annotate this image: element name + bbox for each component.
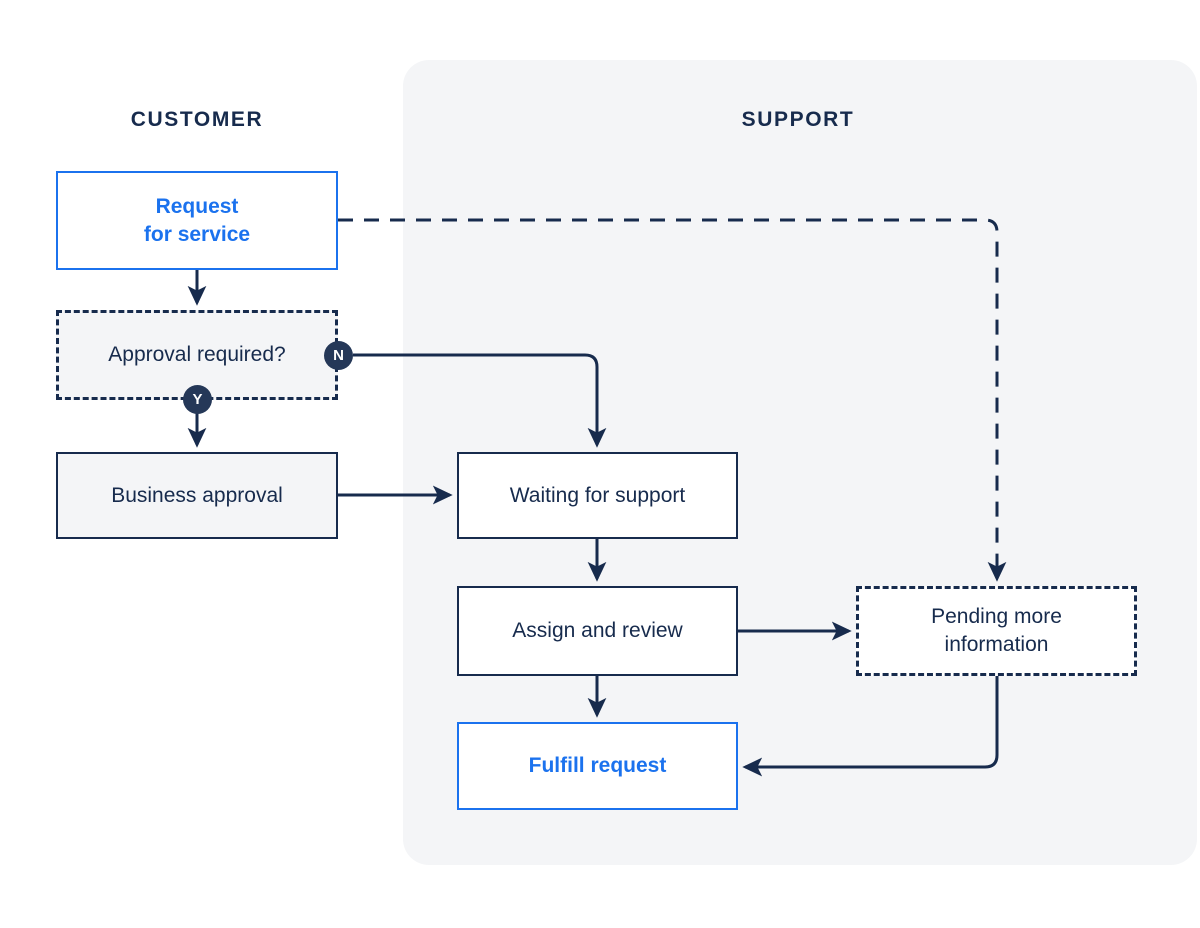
node-assign-and-review[interactable]: Assign and review — [457, 586, 738, 676]
lane-title-customer: CUSTOMER — [130, 108, 264, 131]
node-waiting-for-support[interactable]: Waiting for support — [457, 452, 738, 539]
node-fulfill-request[interactable]: Fulfill request — [457, 722, 738, 810]
node-fulfill-request-label: Fulfill request — [528, 754, 667, 778]
node-business-approval[interactable]: Business approval — [56, 452, 338, 539]
lane-title-support: SUPPORT — [741, 108, 855, 131]
node-approval-required-label: Approval required? — [108, 343, 286, 367]
node-waiting-for-support-label: Waiting for support — [509, 483, 686, 507]
branch-badge-yes[interactable]: Y — [183, 385, 212, 414]
node-assign-and-review-label: Assign and review — [512, 619, 683, 643]
branch-badge-no[interactable]: N — [324, 341, 353, 370]
node-business-approval-label: Business approval — [111, 483, 283, 507]
